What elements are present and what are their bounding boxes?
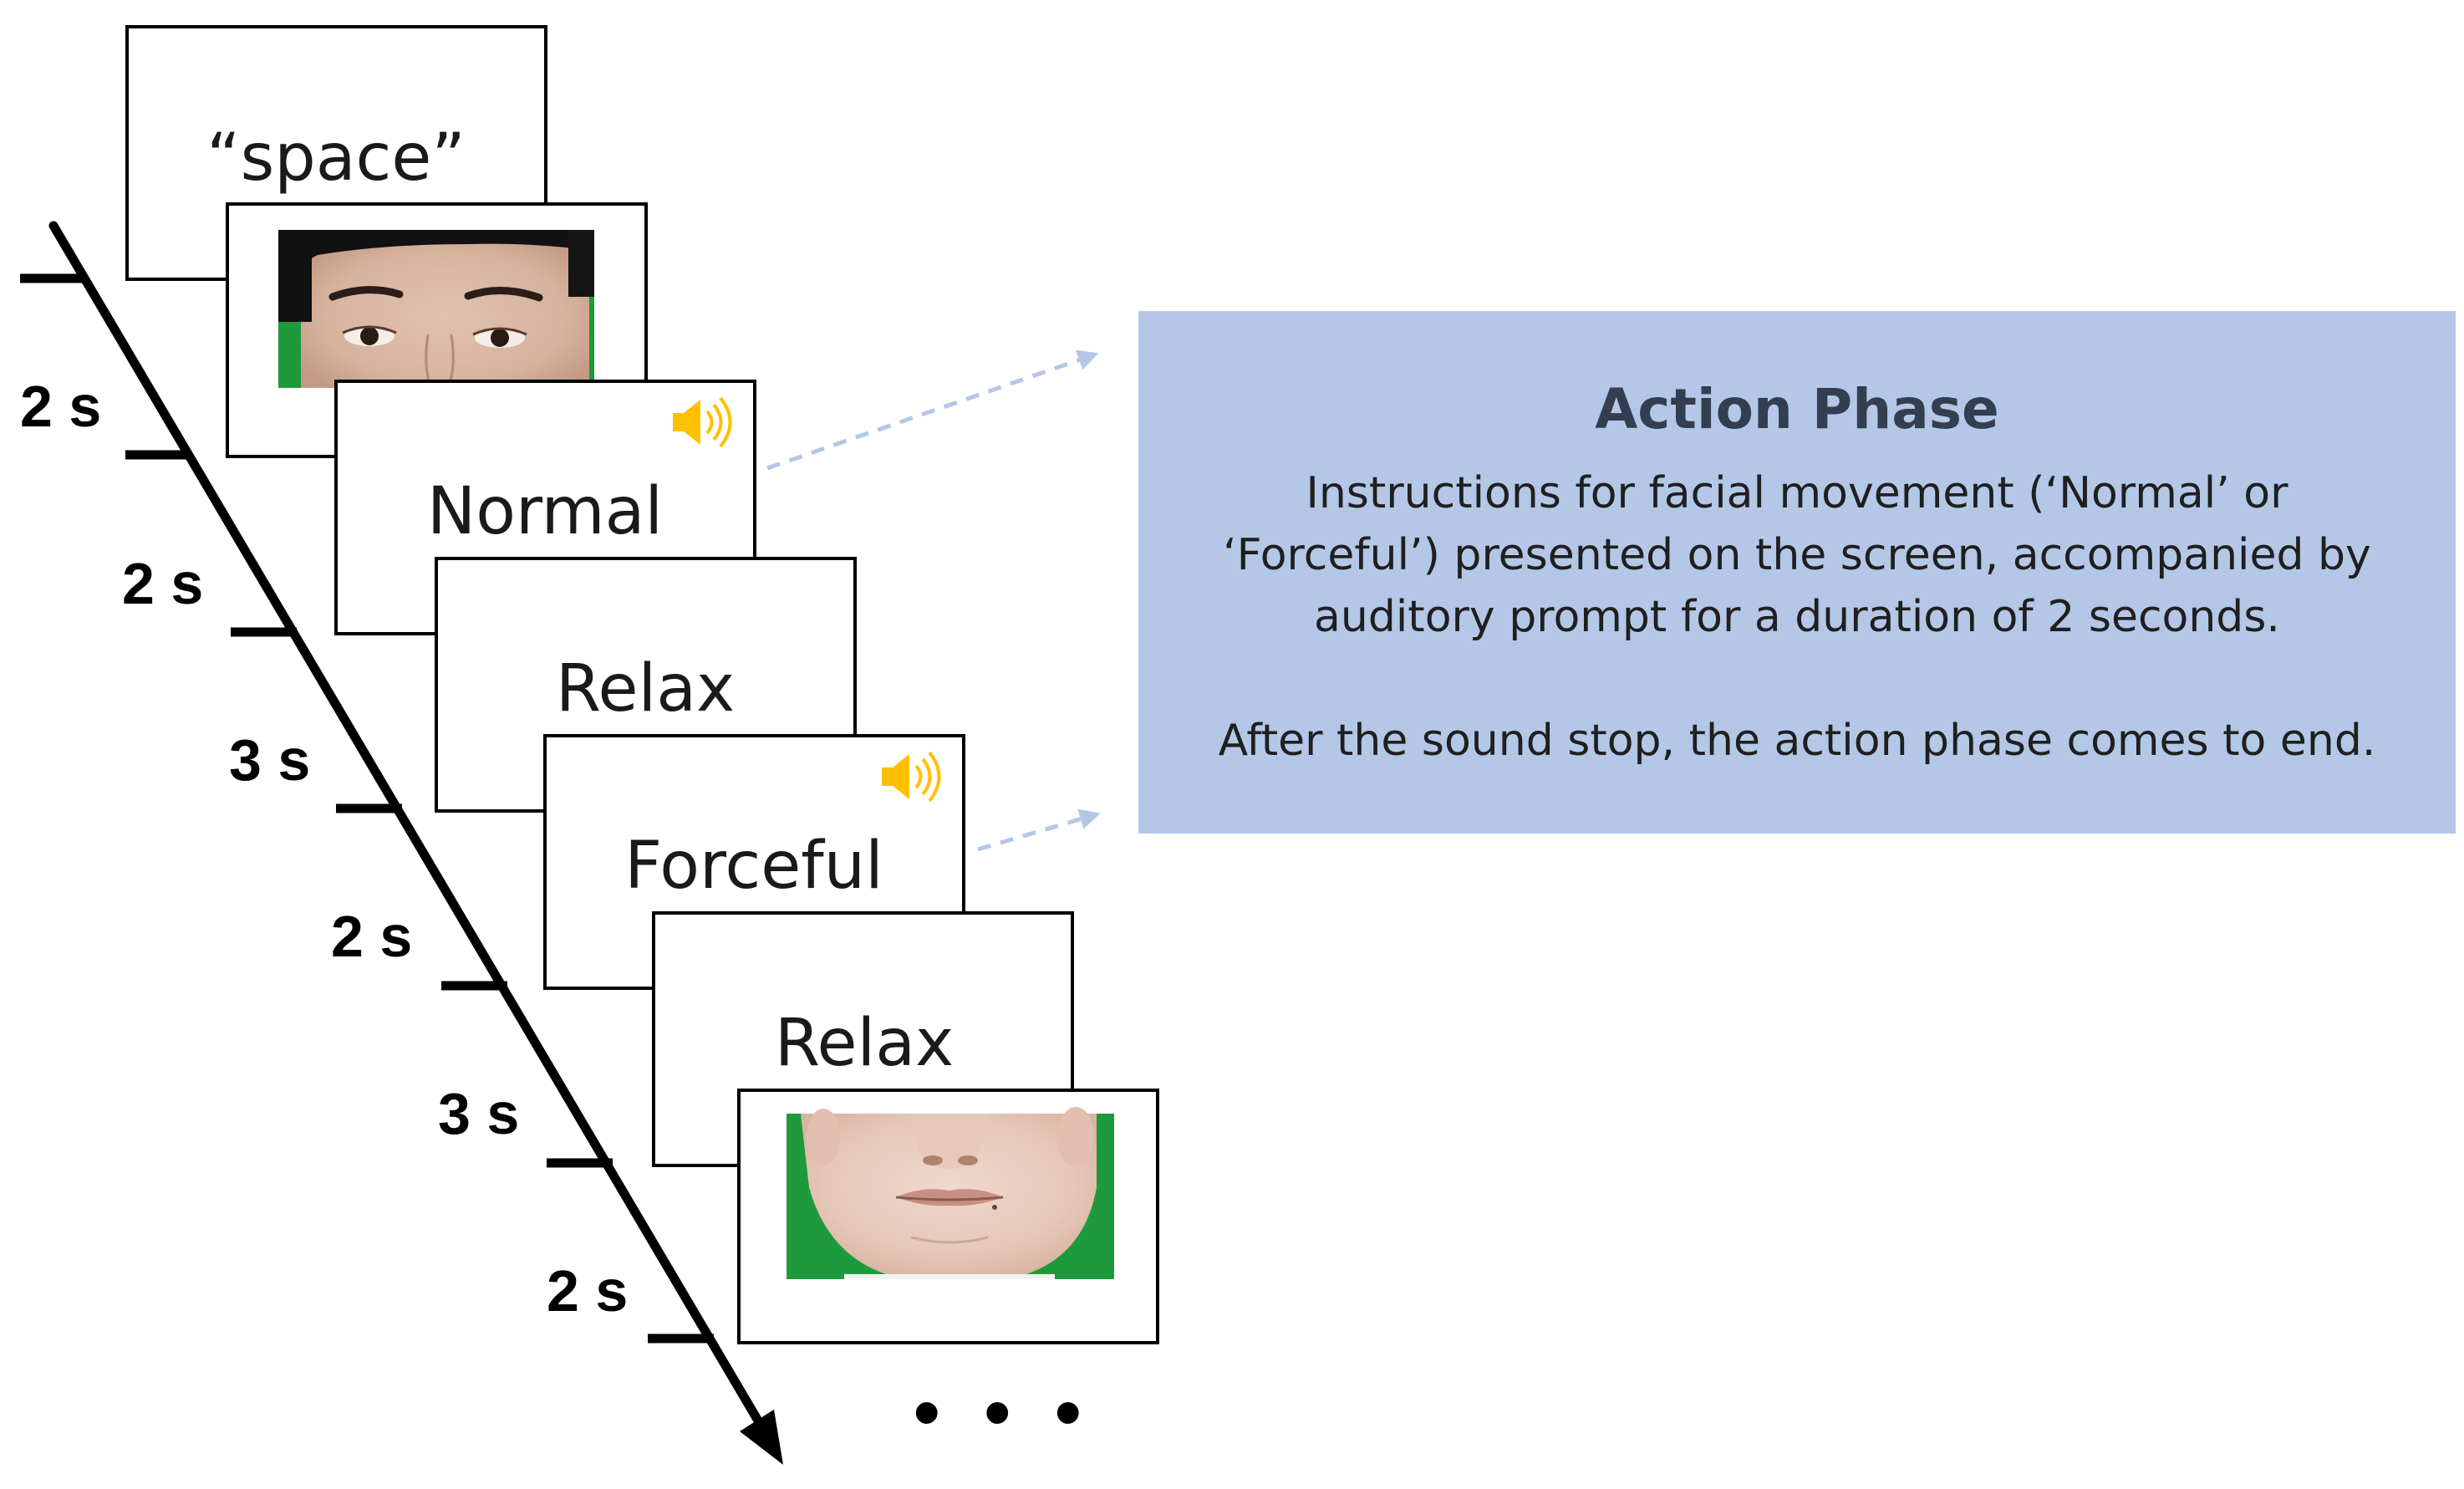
- face-mouth-photo: [787, 1107, 1114, 1279]
- speaker-icon: [673, 396, 732, 448]
- frame-space-text: “space”: [206, 120, 466, 196]
- action-phase-note: After the sound stop, the action phase c…: [1218, 716, 2376, 767]
- duration-label-4: 3 s: [438, 1081, 519, 1146]
- duration-label-2: 3 s: [229, 727, 310, 793]
- frame-forceful-text: Forceful: [624, 829, 883, 904]
- frame-mouth-photo: [737, 1089, 1159, 1344]
- continuation-ellipsis: • • •: [914, 1371, 1093, 1455]
- action-phase-description: Instructions for facial movement (‘Norma…: [1223, 468, 2371, 643]
- frame-relax-2-text: Relax: [775, 1006, 954, 1081]
- duration-label-1: 2 s: [122, 551, 203, 616]
- action-phase-title: Action Phase: [1595, 377, 1999, 441]
- dashed-arrow-forceful: [977, 808, 1101, 852]
- timeline-ticks: [20, 273, 714, 1344]
- timeline-axis: [48, 221, 772, 1441]
- face-eyes-photo: [278, 230, 594, 389]
- duration-label-5: 2 s: [547, 1258, 628, 1323]
- duration-label-3: 2 s: [331, 904, 412, 969]
- frame-relax-1-text: Relax: [556, 651, 735, 727]
- dashed-arrow-normal: [766, 349, 1099, 471]
- action-phase-panel: Action Phase Instructions for facial mov…: [1138, 311, 2456, 834]
- timeline-arrowhead: [740, 1410, 783, 1465]
- speaker-icon: [882, 751, 941, 803]
- duration-labels: 2 s 2 s 3 s 2 s 3 s 2 s: [20, 374, 628, 1323]
- duration-label-0: 2 s: [20, 374, 101, 439]
- frame-normal-text: Normal: [427, 474, 663, 549]
